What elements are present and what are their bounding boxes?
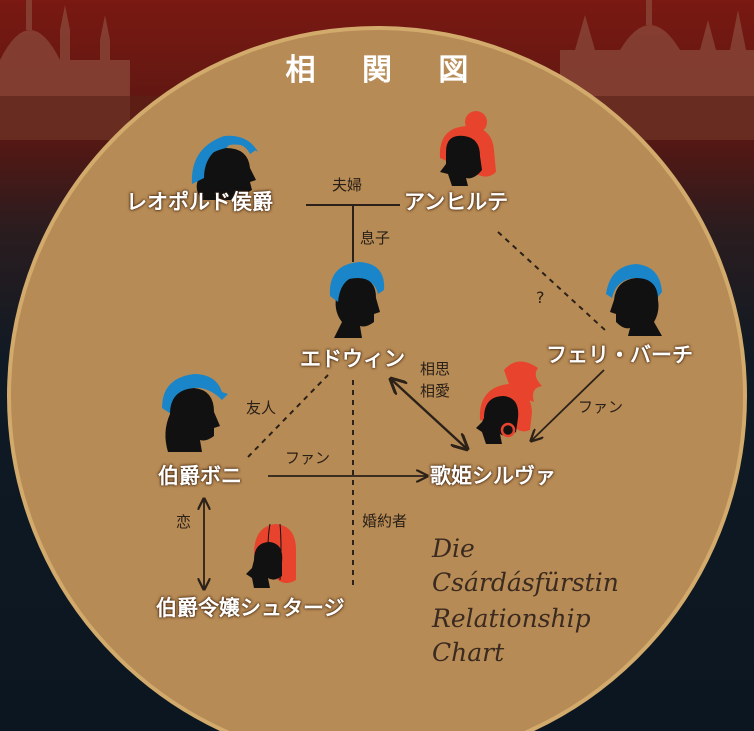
love-label: 恋 — [176, 513, 192, 531]
anhilte-silhouette-icon — [439, 111, 496, 186]
feri-silhouette-icon — [606, 264, 662, 336]
stasi-silhouette-icon — [246, 523, 296, 588]
anhilte-name: アンヒルテ — [404, 190, 509, 214]
english-title-line-1: Die — [432, 534, 475, 563]
mutual-love-label-2: 相愛 — [420, 382, 451, 400]
feri-name: フェリ・バーチ — [546, 343, 693, 367]
sylva-name: 歌姫シルヴァ — [430, 464, 556, 488]
anhilte-feri-line — [497, 231, 606, 331]
boni-name: 伯爵ボニ — [158, 464, 242, 488]
married-label: 夫婦 — [332, 176, 363, 194]
fiance-label: 婚約者 — [362, 512, 408, 530]
leopold-silhouette-icon — [191, 135, 258, 200]
sylva-silhouette-icon — [476, 361, 542, 444]
edwin-name: エドウィン — [300, 347, 405, 371]
feri-sylva-arrow — [532, 369, 605, 440]
chart-title: 相 関 図 — [285, 53, 487, 88]
chart-circle — [7, 26, 747, 731]
leopold-name: レオポルド侯爵 — [126, 190, 273, 214]
english-title-line-3: Relationship — [432, 604, 591, 633]
feri-fan-label: ファン — [578, 398, 624, 416]
friend-label: 友人 — [246, 399, 277, 417]
english-title-line-2: Csárdásfürstin — [432, 568, 619, 597]
mutual-love-label-1: 相思 — [420, 360, 451, 378]
edwin-silhouette-icon — [329, 262, 385, 338]
boni-fan-label: ファン — [285, 449, 331, 467]
edwin-sylva-arrow — [392, 380, 466, 448]
unknown-label: ? — [536, 288, 545, 307]
english-title-line-4: Chart — [432, 638, 505, 667]
stasi-name: 伯爵令嬢シュタージ — [156, 596, 345, 620]
son-label: 息子 — [360, 229, 391, 247]
boni-silhouette-icon — [162, 374, 228, 452]
